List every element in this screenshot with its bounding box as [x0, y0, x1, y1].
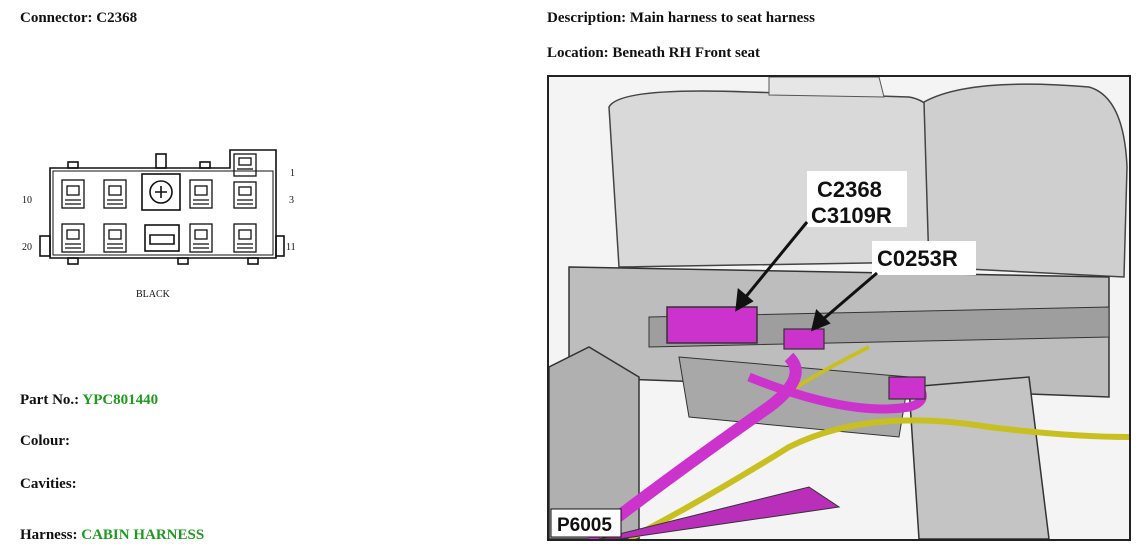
description-label: Description: [547, 10, 627, 26]
location-value: Beneath RH Front seat [612, 45, 761, 61]
connector-face-diagram: 1 3 10 11 20 BLACK [18, 140, 308, 310]
terminal-cell [233, 181, 257, 209]
connector-label: Connector: [20, 10, 93, 26]
terminal-cell [233, 153, 257, 177]
connector-housing-outline [49, 149, 277, 259]
yellow-harness [627, 417, 1129, 539]
leader-arrow-c0253r [820, 271, 878, 323]
magenta-harness [585, 352, 802, 539]
terminal-cell [189, 179, 213, 209]
seat-cushion [923, 83, 1128, 278]
leader-arrow-c2368 [742, 221, 809, 300]
part-no-label: Part No.: [20, 392, 80, 408]
colour-field: Colour: [20, 433, 70, 450]
connector-c2368 [666, 306, 758, 344]
description-field: Description: Main harness to seat harnes… [547, 10, 815, 27]
harness-field: Harness: CABIN HARNESS [20, 527, 204, 544]
callout-c0253r: C0253R [877, 246, 958, 271]
terminal-cell [233, 223, 257, 253]
pin-label-11: 11 [286, 242, 296, 253]
terminal-cell [103, 179, 127, 209]
part-no-field: Part No.: YPC801440 [20, 392, 158, 409]
pin-label-20: 20 [22, 242, 32, 253]
colour-label: Colour: [20, 433, 70, 449]
terminal-cell [103, 223, 127, 253]
location-field: Location: Beneath RH Front seat [547, 45, 760, 62]
terminal-cell [61, 223, 85, 253]
pin-label-10: 10 [22, 195, 32, 206]
terminal-cell [189, 223, 213, 253]
connector-c0253r [783, 328, 825, 350]
figure-ref: P6005 [557, 515, 612, 536]
cavities-field: Cavities: [20, 476, 77, 493]
colour-caption: BLACK [136, 289, 171, 300]
description-value: Main harness to seat harness [629, 10, 815, 26]
location-illustration: C2368 C3109R C0253R P6005 [547, 75, 1131, 541]
connector-field: Connector: C2368 [20, 10, 137, 27]
pin-label-3: 3 [289, 195, 294, 206]
harness-label: Harness: [20, 527, 78, 543]
location-label: Location: [547, 45, 609, 61]
terminal-cell [61, 179, 85, 209]
callout-c3109r: C3109R [811, 203, 892, 228]
part-no-value: YPC801440 [82, 392, 159, 408]
cavities-label: Cavities: [20, 476, 77, 492]
callout-c2368: C2368 [817, 177, 882, 202]
terminal-cells [61, 153, 257, 253]
harness-value: CABIN HARNESS [81, 527, 205, 543]
pin-label-1: 1 [290, 168, 295, 179]
connector-value: C2368 [96, 10, 138, 26]
